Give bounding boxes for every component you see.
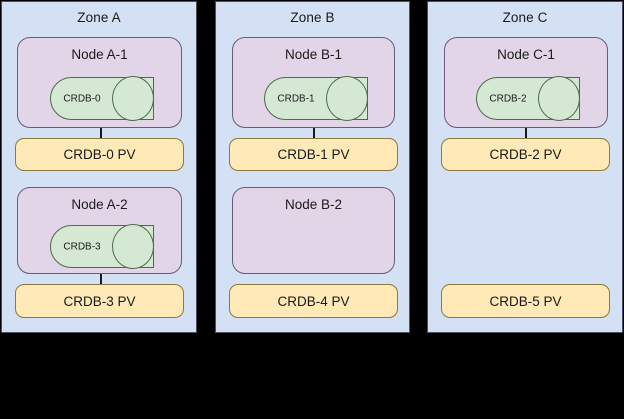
pv-label-crdb-3: CRDB-3 PV xyxy=(63,293,136,309)
pv-box-crdb-0[interactable]: CRDB-0 PV xyxy=(15,138,184,171)
zone-title-c: Zone C xyxy=(502,10,548,25)
connector-crdb-0-to-pv xyxy=(100,128,102,139)
pv-box-crdb-5[interactable]: CRDB-5 PV xyxy=(441,284,610,318)
pv-label-crdb-1: CRDB-1 PV xyxy=(277,147,350,162)
node-box-a-2[interactable]: Node A-2 CRDB-3 xyxy=(17,187,182,274)
pod-cap-ellipse xyxy=(112,76,154,121)
node-box-b-2[interactable]: Node B-2 xyxy=(232,187,395,274)
node-box-c-1[interactable]: Node C-1 CRDB-2 xyxy=(444,37,608,128)
node-title-a-2: Node A-2 xyxy=(71,197,128,212)
pod-cylinder-crdb-3[interactable]: CRDB-3 xyxy=(50,224,154,269)
pv-label-crdb-0: CRDB-0 PV xyxy=(63,147,136,162)
pod-label-crdb-3: CRDB-3 xyxy=(63,241,101,252)
connector-crdb-3-to-pv xyxy=(100,274,102,285)
pv-label-crdb-5: CRDB-5 PV xyxy=(489,293,562,309)
node-box-a-1[interactable]: Node A-1 CRDB-0 xyxy=(17,37,182,128)
pod-cylinder-crdb-1[interactable]: CRDB-1 xyxy=(264,76,368,121)
node-title-a-1: Node A-1 xyxy=(71,47,128,62)
pv-box-crdb-1[interactable]: CRDB-1 PV xyxy=(229,138,398,171)
pod-cap-ellipse xyxy=(538,76,580,121)
pv-box-crdb-4[interactable]: CRDB-4 PV xyxy=(229,284,398,318)
zone-panel-b[interactable]: Zone B Node B-1 CRDB-1 CRDB-1 PV Node B-… xyxy=(215,1,410,333)
node-title-c-1: Node C-1 xyxy=(497,47,555,62)
zone-panel-c[interactable]: Zone C Node C-1 CRDB-2 CRDB-2 PV CRDB-5 … xyxy=(427,1,623,333)
connector-crdb-2-to-pv xyxy=(525,128,527,139)
pod-cap-ellipse xyxy=(112,224,154,269)
zone-title-b: Zone B xyxy=(290,10,335,25)
pod-cap-ellipse xyxy=(326,76,368,121)
zone-title-a: Zone A xyxy=(77,10,121,25)
pv-box-crdb-2[interactable]: CRDB-2 PV xyxy=(441,138,610,171)
pod-label-crdb-2: CRDB-2 xyxy=(489,93,527,104)
node-title-b-2: Node B-2 xyxy=(284,197,343,212)
connector-crdb-1-to-pv xyxy=(313,128,315,139)
pod-label-crdb-1: CRDB-1 xyxy=(277,93,315,104)
pod-label-crdb-0: CRDB-0 xyxy=(63,93,101,104)
node-box-b-1[interactable]: Node B-1 CRDB-1 xyxy=(232,37,395,128)
node-title-b-1: Node B-1 xyxy=(284,47,343,62)
pv-box-crdb-3[interactable]: CRDB-3 PV xyxy=(15,284,184,318)
pv-label-crdb-4: CRDB-4 PV xyxy=(277,293,350,309)
pod-cylinder-crdb-2[interactable]: CRDB-2 xyxy=(476,76,580,121)
pv-label-crdb-2: CRDB-2 PV xyxy=(489,147,562,162)
zone-panel-a[interactable]: Zone A Node A-1 CRDB-0 CRDB-0 PV Node A-… xyxy=(1,1,197,333)
pod-cylinder-crdb-0[interactable]: CRDB-0 xyxy=(50,76,154,121)
